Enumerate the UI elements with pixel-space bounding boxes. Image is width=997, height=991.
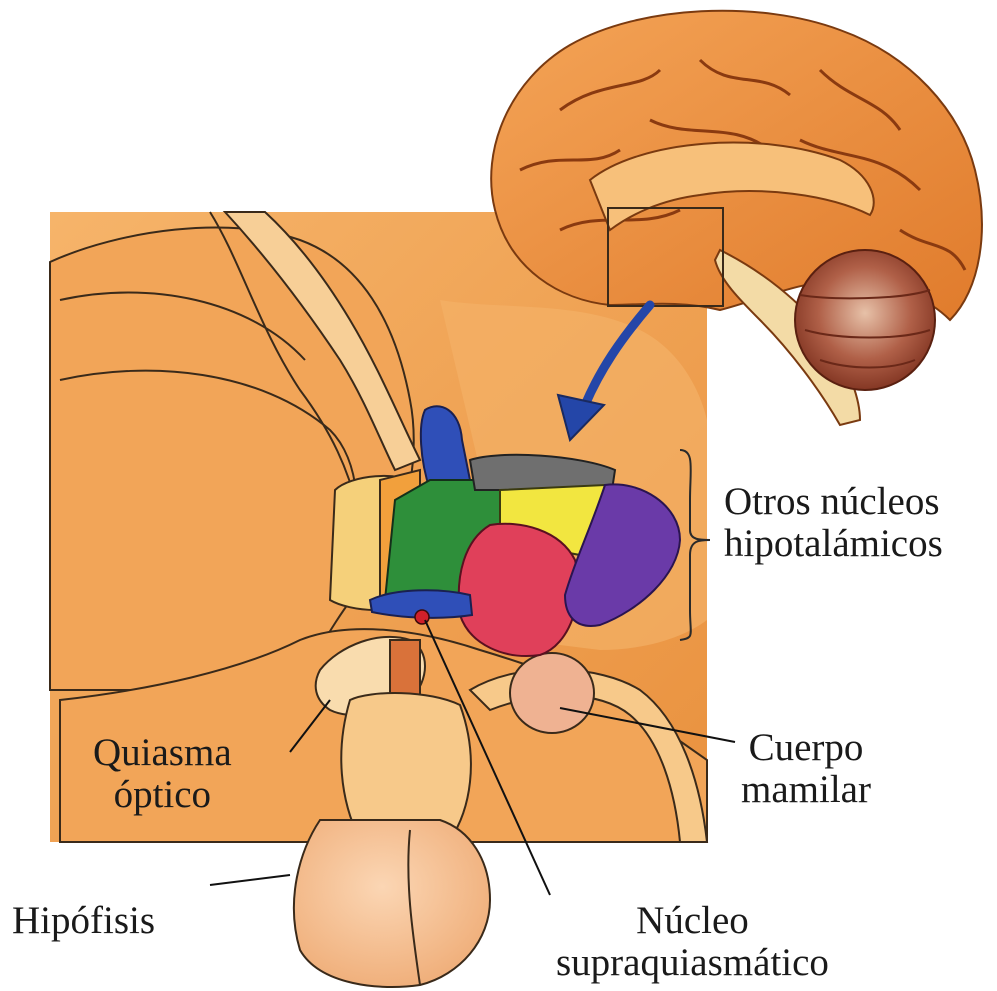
- label-quiasma-optico: Quiasma óptico: [93, 732, 232, 816]
- label-quiasma-line1: Quiasma: [93, 732, 232, 774]
- label-nucleo-line1: Núcleo: [556, 900, 829, 942]
- label-hipofisis: Hipófisis: [12, 900, 155, 942]
- label-cuerpo-mamilar: Cuerpo mamilar: [741, 727, 871, 811]
- label-otros-nucleos-line1: Otros núcleos: [724, 481, 943, 523]
- label-nucleo-supraquiasmatico: Núcleo supraquiasmático: [556, 900, 829, 984]
- leader-hipofisis: [210, 875, 290, 885]
- label-cuerpo-line2: mamilar: [741, 769, 871, 811]
- label-quiasma-line2: óptico: [93, 774, 232, 816]
- label-hipofisis-text: Hipófisis: [12, 900, 155, 942]
- label-cuerpo-line1: Cuerpo: [741, 727, 871, 769]
- label-otros-nucleos-line2: hipotalámicos: [724, 523, 943, 565]
- label-otros-nucleos: Otros núcleos hipotalámicos: [724, 481, 943, 565]
- label-nucleo-line2: supraquiasmático: [556, 942, 829, 984]
